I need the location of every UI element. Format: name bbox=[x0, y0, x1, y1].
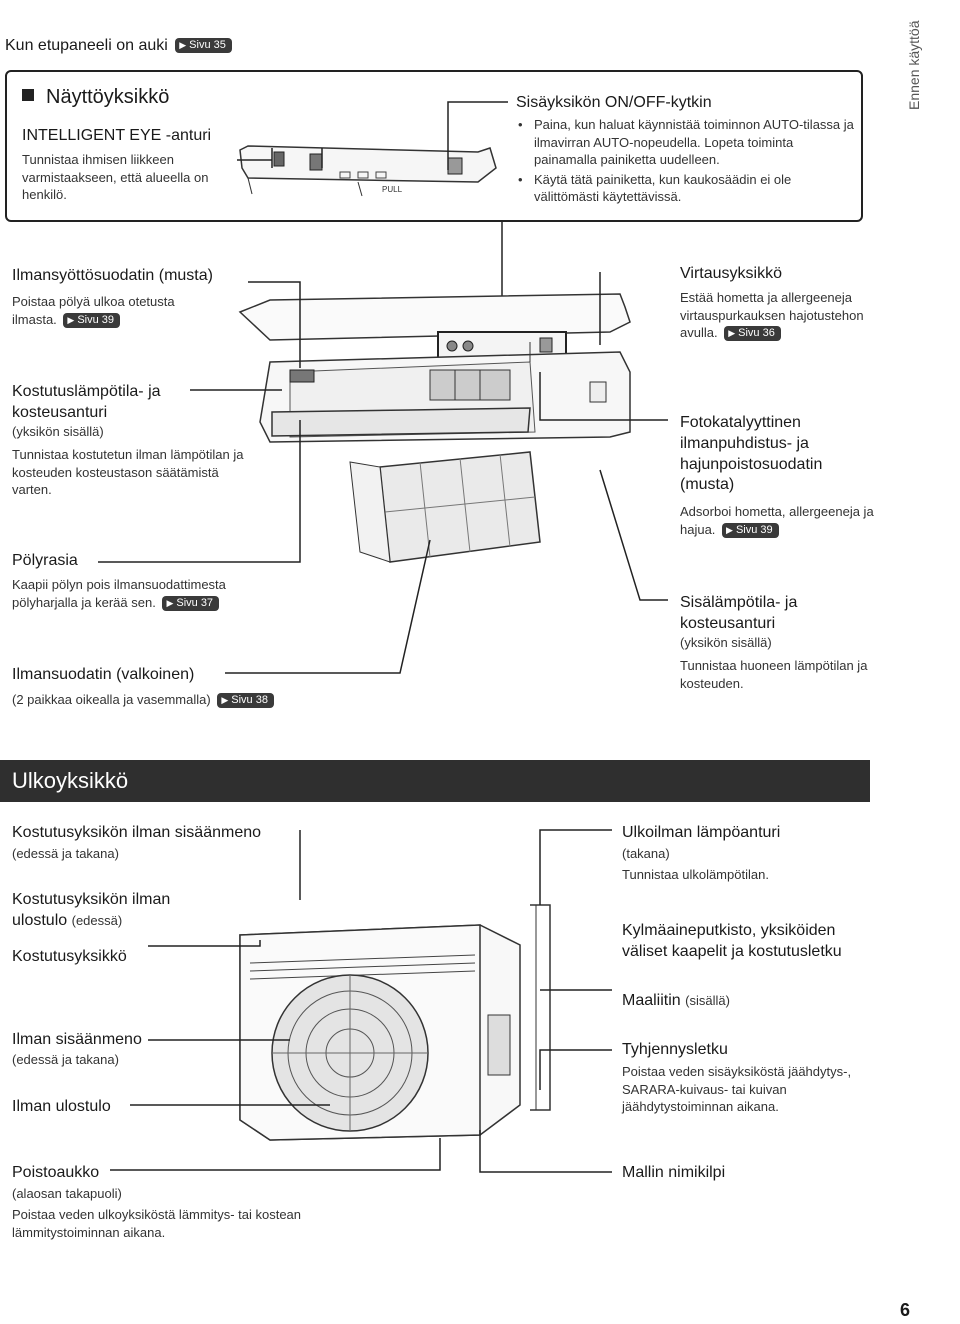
humid-unit-title: Kostutusyksikkö bbox=[12, 948, 127, 965]
pipes-title: Kylmäaineputkisto, yksiköiden väliset ka… bbox=[622, 922, 842, 960]
photo-filter-title: Fotokatalyyttinen ilmanpuhdistus- ja haj… bbox=[680, 414, 823, 494]
switch-leader-line bbox=[237, 101, 508, 170]
drain-hose-desc: Poistaa veden sisäyksiköstä jäähdytys-, … bbox=[622, 1064, 852, 1115]
header-text: Kun etupaneeli on auki bbox=[5, 37, 168, 54]
indoor-leader-lines bbox=[98, 272, 668, 674]
dust-brush-title: Pölyrasia bbox=[12, 552, 78, 569]
humid-sensor-title: Kostutuslämpötila- ja kosteusanturi bbox=[12, 383, 161, 421]
display-unit-title: Näyttöyksikkö bbox=[46, 86, 170, 108]
humid-outlet-sub: (edessä) bbox=[71, 912, 123, 928]
humid-intake-sub: (edessä ja takana) bbox=[12, 846, 119, 861]
indoor-unit-illustration bbox=[238, 222, 631, 563]
outdoor-section-bar bbox=[0, 760, 870, 802]
intake-filter-ref[interactable]: Sivu 39 bbox=[63, 312, 121, 328]
outdoor-unit-illustration bbox=[239, 904, 551, 1141]
nameplate-title: Mallin nimikilpi bbox=[622, 1164, 726, 1181]
switch-bullet-2: Käytä tätä painiketta, kun kaukosäädin e… bbox=[516, 171, 856, 206]
earth-block: Maaliitin (sisällä) bbox=[622, 991, 730, 1012]
outdoor-temp-title: Ulkoilman lämpöanturi bbox=[622, 824, 781, 841]
air-filter-desc: (2 paikkaa oikealla ja vasemmalla) bbox=[12, 692, 211, 707]
earth-title: Maaliitin bbox=[622, 992, 681, 1009]
humid-outlet-title: Kostutusyksikön ilman ulostulo bbox=[12, 891, 171, 929]
drain-hole-sub: (alaosan takapuoli) bbox=[12, 1186, 122, 1201]
air-intake-title: Ilman sisäänmeno bbox=[12, 1031, 142, 1048]
room-sensor-title: Sisälämpötila- ja kosteusanturi bbox=[680, 594, 798, 632]
outdoor-section-title: Ulkoyksikkö bbox=[12, 768, 129, 793]
drain-hole-desc: Poistaa veden ulkoyksiköstä lämmitys- ta… bbox=[12, 1207, 302, 1240]
earth-sub: (sisällä) bbox=[685, 993, 730, 1008]
power-unit-title: Virtausyksikkö bbox=[680, 265, 782, 282]
page-header: Kun etupaneeli on auki Sivu 35 bbox=[5, 36, 232, 57]
photo-filter-desc-block: Adsorboi hometta, allergeeneja ja hajua.… bbox=[680, 503, 880, 538]
humid-sensor-sub: (yksikön sisällä) bbox=[12, 424, 104, 439]
power-unit-ref[interactable]: Sivu 36 bbox=[724, 326, 781, 342]
page-ref-link[interactable]: Sivu 35 bbox=[175, 38, 232, 54]
page-number: 6 bbox=[900, 1300, 911, 1320]
room-sensor-desc: Tunnistaa huoneen lämpötilan ja kosteude… bbox=[680, 658, 868, 691]
humid-sensor-desc: Tunnistaa kostutetun ilman lämpötilan ja… bbox=[12, 447, 244, 498]
square-bullet-icon bbox=[22, 89, 34, 101]
air-filter-desc-block: (2 paikkaa oikealla ja vasemmalla) Sivu … bbox=[12, 691, 274, 709]
switch-title: Sisäyksikön ON/OFF-kytkin bbox=[516, 94, 712, 111]
sensor-title: INTELLIGENT EYE -anturi bbox=[22, 127, 212, 144]
display-unit-box bbox=[5, 70, 863, 222]
drain-hose-title: Tyhjennysletku bbox=[622, 1041, 728, 1058]
dust-brush-desc: Kaapii pölyn pois ilmansuodattimesta pöl… bbox=[12, 577, 226, 610]
drain-hole-title: Poistoaukko bbox=[12, 1164, 100, 1181]
power-unit-desc-block: Estää hometta ja allergeeneja virtauspur… bbox=[680, 289, 880, 342]
pull-label: PULL bbox=[382, 185, 403, 194]
humid-intake-title: Kostutusyksikön ilman sisäänmeno bbox=[12, 824, 262, 841]
air-filter-title: Ilmansuodatin (valkoinen) bbox=[12, 666, 195, 683]
outdoor-temp-desc: Tunnistaa ulkolämpötilan. bbox=[622, 867, 769, 882]
air-intake-sub: (edessä ja takana) bbox=[12, 1052, 119, 1067]
air-filter-ref[interactable]: Sivu 38 bbox=[217, 693, 274, 709]
room-sensor-sub: (yksikön sisällä) bbox=[680, 635, 772, 650]
side-tab-bg bbox=[872, 0, 960, 230]
intake-filter-desc-block: Poistaa pölyä ulkoa otetusta ilmasta. Si… bbox=[12, 293, 207, 328]
photo-filter-ref[interactable]: Sivu 39 bbox=[722, 522, 779, 538]
sensor-desc: Tunnistaa ihmisen liikkeen varmistaaksee… bbox=[22, 152, 209, 203]
intake-filter-title: Ilmansyöttösuodatin (musta) bbox=[12, 267, 213, 284]
display-unit-illustration bbox=[239, 145, 497, 197]
display-unit-heading: Näyttöyksikkö bbox=[22, 86, 169, 109]
outdoor-temp-sub: (takana) bbox=[622, 846, 670, 861]
switch-bullet-1: Paina, kun haluat käynnistää toiminnon A… bbox=[516, 116, 856, 169]
intake-filter-desc: Poistaa pölyä ulkoa otetusta ilmasta. bbox=[12, 294, 175, 327]
dust-brush-desc-block: Kaapii pölyn pois ilmansuodattimesta pöl… bbox=[12, 576, 247, 611]
air-outlet-title: Ilman ulostulo bbox=[12, 1098, 111, 1115]
humid-outlet-block: Kostutusyksikön ilman ulostulo (edessä) bbox=[12, 890, 212, 932]
photo-filter-desc: Adsorboi hometta, allergeeneja ja hajua. bbox=[680, 504, 874, 537]
dust-brush-ref[interactable]: Sivu 37 bbox=[162, 595, 220, 611]
power-unit-desc: Estää hometta ja allergeeneja virtauspur… bbox=[680, 290, 864, 341]
switch-bullets: Paina, kun haluat käynnistää toiminnon A… bbox=[516, 116, 856, 206]
